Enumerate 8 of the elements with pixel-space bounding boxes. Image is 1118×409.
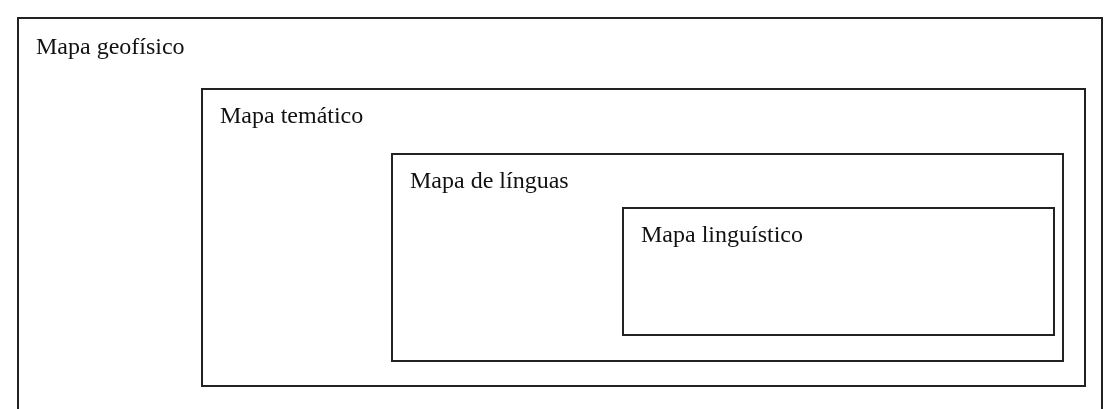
nested-box bbox=[17, 17, 1103, 409]
box-title: Mapa temático bbox=[220, 102, 364, 129]
box-title: Mapa de línguas bbox=[410, 167, 569, 194]
box-title: Mapa linguístico bbox=[641, 221, 803, 248]
nested-box bbox=[391, 153, 1064, 362]
nested-box bbox=[201, 88, 1086, 387]
nested-box bbox=[622, 207, 1055, 336]
box-title: Mapa geofísico bbox=[36, 33, 185, 60]
